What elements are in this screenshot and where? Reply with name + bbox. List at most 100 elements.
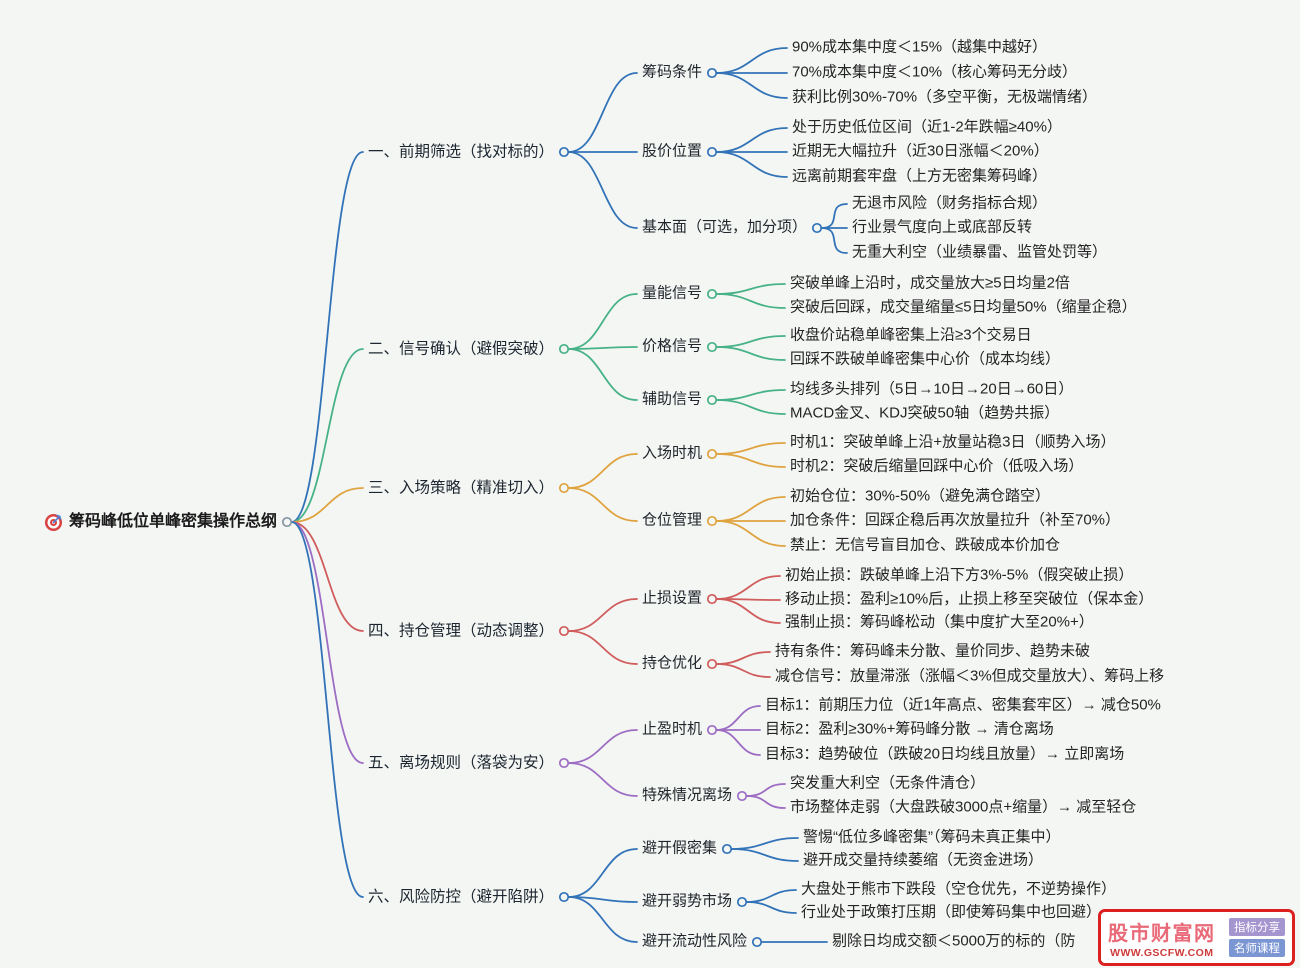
leaf-node[interactable]: 无退市风险（财务指标合规） [852,194,1048,212]
node-handle[interactable] [706,515,718,527]
topic-node[interactable]: 避开弱势市场 [642,892,733,910]
topic-node[interactable]: 仓位管理 [642,511,703,529]
connector-curve [715,520,786,547]
topic-node[interactable]: 持仓优化 [642,654,703,672]
watermark: 股市财富网 WWW.GSCFW.COM 指标分享 名师课程 [1098,909,1295,966]
watermark-right: 指标分享 名师课程 [1229,918,1285,957]
leaf-node[interactable]: 无重大利空（业绩暴雷、监管处罚等） [852,243,1108,261]
node-handle[interactable] [558,625,570,637]
connector-curve [567,762,638,797]
leaf-node[interactable]: 持有条件：筹码峰未分散、量价同步、趋势未破 [775,642,1091,660]
topic-node[interactable]: 股价位置 [642,142,703,160]
leaf-node[interactable]: MACD金叉、KDJ突破50轴（趋势共振） [790,404,1060,422]
node-handle[interactable] [558,343,570,355]
leaf-node[interactable]: 强制止损：筹码峰松动（集中度扩大至20%+） [785,613,1094,631]
leaf-node[interactable]: 市场整体走弱（大盘跌破3000点+缩量）→ 减至轻仓 [790,798,1137,816]
topic-node[interactable]: 止损设置 [642,589,703,607]
connector-curve [567,293,638,350]
node-handle[interactable] [706,394,718,406]
topic-node[interactable]: 入场时机 [642,444,703,462]
connector-curve [715,151,788,178]
node-handle[interactable] [751,936,763,948]
connector-curve [567,896,638,943]
node-handle[interactable] [811,222,823,234]
node-handle[interactable] [736,790,748,802]
leaf-node[interactable]: 避开成交量持续萎缩（无资金进场） [803,851,1044,869]
leaf-node[interactable]: 剔除日均成交额＜5000万的标的（防 [832,932,1076,950]
connector-curve [715,575,781,600]
node-handle[interactable] [706,448,718,460]
leaf-node[interactable]: 远离前期套牢盘（上方无密集筹码峰） [792,167,1048,185]
node-handle[interactable] [706,341,718,353]
leaf-node[interactable]: 初始仓位：30%-50%（避免满仓踏空） [790,487,1051,505]
leaf-node[interactable]: 突发重大利空（无条件清仓） [790,774,986,792]
node-handle[interactable] [736,896,748,908]
topic-node[interactable]: 避开流动性风险 [642,932,748,950]
topic-node[interactable]: 辅助信号 [642,390,703,408]
topic-node[interactable]: 避开假密集 [642,839,718,857]
leaf-node[interactable]: 均线多头排列（5日→10日→20日→60日） [790,380,1074,398]
node-handle[interactable] [558,891,570,903]
leaf-node[interactable]: 目标1：前期压力位（近1年高点、密集套牢区）→ 减仓50% [765,696,1161,714]
connector-curve [745,783,786,797]
node-handle[interactable] [706,288,718,300]
leaf-node[interactable]: 90%成本集中度＜15%（越集中越好） [792,38,1048,56]
node-handle[interactable] [706,67,718,79]
leaf-node[interactable]: 行业处于政策打压期（即使筹码集中也回避） [801,903,1102,921]
node-handle[interactable] [558,146,570,158]
branch-node-screening[interactable]: 一、前期筛选（找对标的） [368,143,555,161]
branch-node-signal[interactable]: 二、信号确认（避假突破） [368,340,555,358]
topic-node[interactable]: 特殊情况离场 [642,786,733,804]
leaf-node[interactable]: 行业景气度向上或底部反转 [852,218,1033,236]
leaf-node[interactable]: 初始止损：跌破单峰上沿下方3%-5%（假突破止损） [785,566,1134,584]
connector-curve [715,72,788,99]
topic-node[interactable]: 价格信号 [642,337,703,355]
node-handle[interactable] [706,593,718,605]
leaf-node[interactable]: 回踩不跌破单峰密集中心价（成本均线） [790,350,1061,368]
topic-node[interactable]: 量能信号 [642,284,703,302]
leaf-node[interactable]: 加仓条件：回踩企稳后再次放量拉升（补至70%） [790,511,1121,529]
node-handle[interactable] [558,757,570,769]
connector-curve [715,47,788,74]
node-handle[interactable] [721,843,733,855]
node-handle[interactable] [558,482,570,494]
leaf-node[interactable]: 获利比例30%-70%（多空平衡，无极端情绪） [792,88,1098,106]
leaf-node[interactable]: 时机2：突破后缩量回踩中心价（低吸入场） [790,457,1084,475]
watermark-site-name: 股市财富网 [1108,922,1216,945]
topic-node[interactable]: 基本面（可选，加分项） [642,218,808,236]
branch-node-entry[interactable]: 三、入场策略（精准切入） [368,479,555,497]
branch-node-exit[interactable]: 五、离场规则（落袋为安） [368,754,555,772]
branch-node-holding[interactable]: 四、持仓管理（动态调整） [368,622,555,640]
connector-curve [715,651,771,665]
topic-node[interactable]: 筹码条件 [642,63,703,81]
connector-curve [290,521,364,764]
connector-curve [715,663,771,678]
connector-curve [567,346,638,350]
leaf-node[interactable]: 突破后回踩，成交量缩量≤5日均量50%（缩量企稳） [790,298,1137,316]
connector-curve [567,348,638,401]
leaf-node[interactable]: 近期无大幅拉升（近30日涨幅＜20%） [792,142,1049,160]
leaf-node[interactable]: 禁止：无信号盲目加仓、跌破成本价加仓 [790,536,1061,554]
leaf-node[interactable]: 70%成本集中度＜10%（核心筹码无分歧） [792,63,1078,81]
leaf-node[interactable]: 时机1：突破单峰上沿+放量站稳3日（顺势入场） [790,433,1116,451]
connector-curve [745,901,797,914]
node-handle[interactable] [281,516,293,528]
connector-curve [715,496,786,522]
leaf-node[interactable]: 警惕“低位多峰密集”（筹码未真正集中） [803,828,1061,846]
leaf-node[interactable]: 目标2：盈利≥30%+筹码峰分散 → 清仓离场 [765,720,1054,738]
watermark-badge-courses: 名师课程 [1229,939,1285,957]
node-handle[interactable] [706,658,718,670]
leaf-node[interactable]: 突破单峰上沿时，成交量放大≥5日均量2倍 [790,274,1070,292]
topic-node[interactable]: 止盈时机 [642,720,703,738]
root-node[interactable]: 筹码峰低位单峰密集操作总纲 [44,512,277,532]
node-handle[interactable] [706,724,718,736]
leaf-node[interactable]: 收盘价站稳单峰密集上沿≥3个交易日 [790,326,1032,344]
leaf-node[interactable]: 移动止损：盈利≥10%后，止损上移至突破位（保本金） [785,590,1154,608]
leaf-node[interactable]: 减仓信号：放量滞涨（涨幅＜3%但成交量放大）、筹码上移 [775,667,1165,685]
leaf-node[interactable]: 处于历史低位区间（近1-2年跌幅≥40%） [792,118,1062,136]
leaf-node[interactable]: 目标3：趋势破位（跌破20日均线且放量）→ 立即离场 [765,745,1125,763]
branch-node-risk[interactable]: 六、风险防控（避开陷阱） [368,888,555,906]
node-handle[interactable] [706,146,718,158]
leaf-node[interactable]: 大盘处于熊市下跌段（空仓优先，不逆势操作） [801,880,1117,898]
